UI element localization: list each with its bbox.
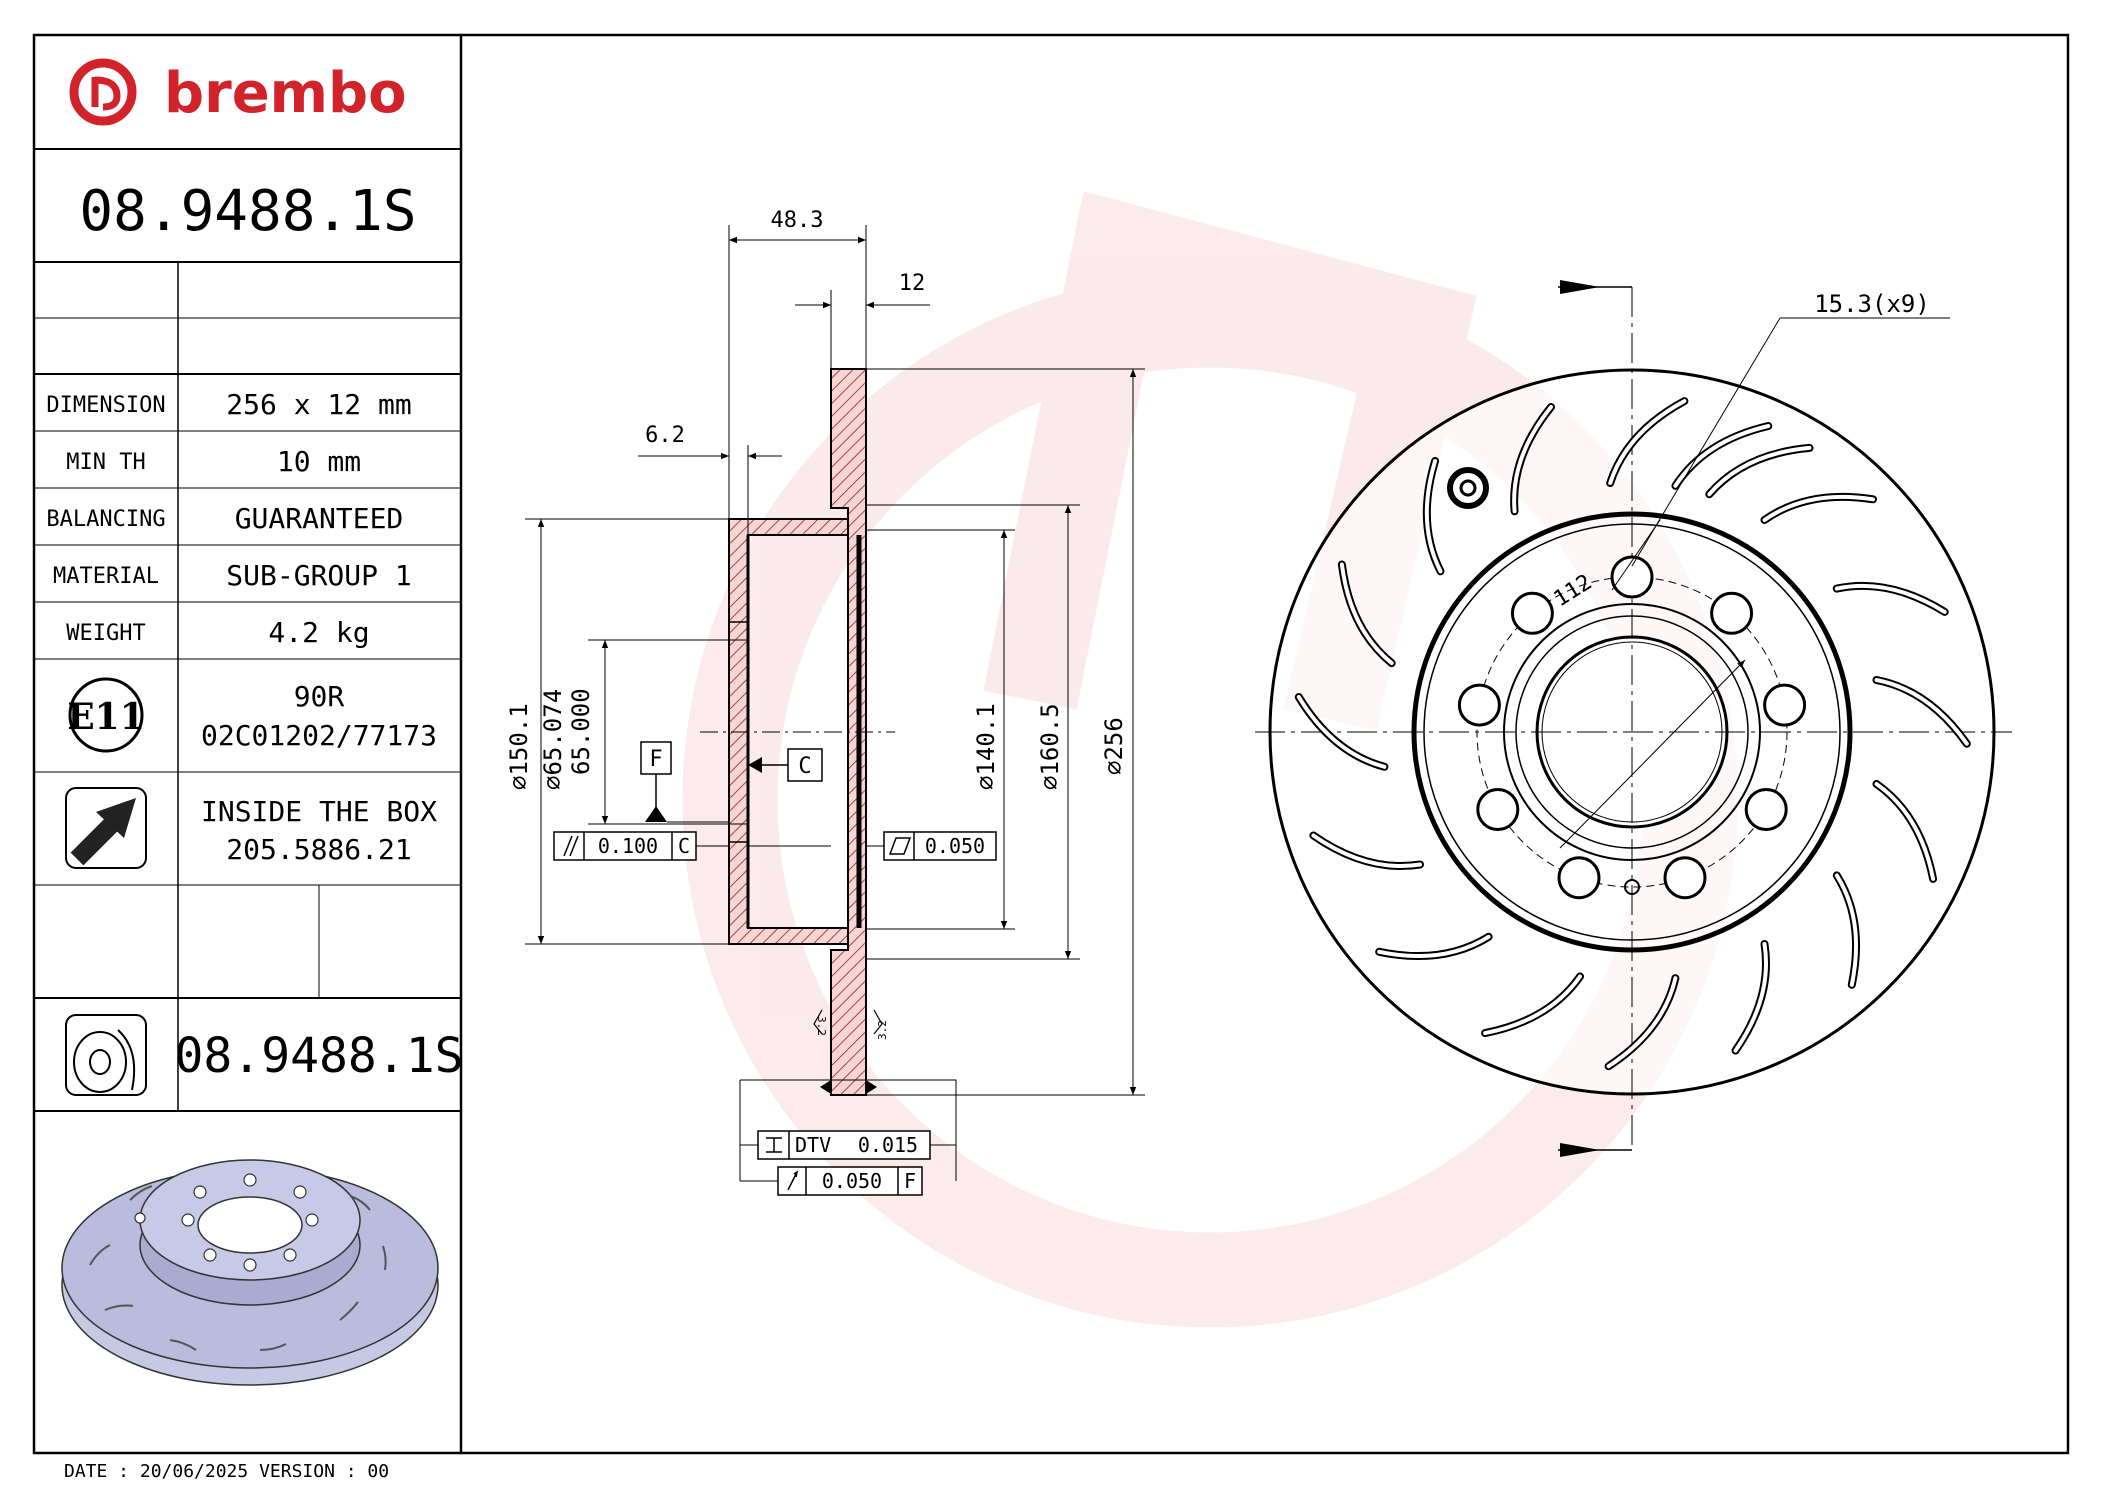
material-label: MATERIAL (53, 564, 159, 589)
approval-line1: 90R (294, 680, 345, 713)
friction-slot-inner (1424, 459, 1443, 574)
dia-160-label: ⌀160.5 (1036, 703, 1064, 790)
disc-3d-illustration (61, 1159, 439, 1386)
bolt-hole (1744, 788, 1788, 831)
locating-hole (1624, 879, 1640, 895)
bolt-hole (1710, 591, 1754, 635)
box-line1: INSIDE THE BOX (201, 795, 437, 828)
hole-size-label: 15.3(x9) (1814, 290, 1930, 318)
friction-slot-inner (1874, 678, 1969, 746)
approval-mark: E11 90R 02C01202/77173 (67, 677, 437, 753)
friction-slot-inner (1377, 934, 1491, 958)
front-view: 112 15.3(x9) (1255, 280, 2012, 1157)
brembo-stamp-icon (1447, 467, 1489, 509)
bolt-hole (1557, 856, 1601, 900)
friction-slot-inner (1874, 782, 1936, 881)
dim-12: 12 (899, 271, 926, 296)
dia-150-label: ⌀150.1 (505, 703, 533, 790)
dtv-value: 0.015 (858, 1133, 918, 1157)
min-th-value: 10 mm (277, 445, 361, 478)
title-block-grid (34, 148, 461, 1112)
bolt-hole (1763, 683, 1807, 727)
dtv-label: DTV (795, 1133, 831, 1157)
bolt-hole (1610, 555, 1654, 599)
box-line2: 205.5886.21 (226, 833, 411, 866)
part-number: 08.9488.1S (79, 179, 416, 244)
friction-slot-inner (1707, 445, 1812, 497)
brembo-logo-icon (69, 58, 137, 126)
friction-slot-inner (1834, 583, 1947, 614)
tol-dtv-runout: DTV 0.015 0.050 F (739, 1079, 957, 1196)
product-code: 08.9488.1S (175, 1028, 464, 1084)
brand-name: brembo (164, 61, 407, 126)
dia-65-upper: ⌀65.074 (539, 689, 567, 790)
surface-finish: 3.2 3.2 (813, 1009, 889, 1040)
bolt-hole (1510, 591, 1554, 635)
section-view: 48.3 12 6.2 ⌀150.1 ⌀65.074 65.000 (505, 208, 1145, 1196)
bolt-hole (1663, 856, 1707, 900)
tol-parallel-value: 0.100 (598, 834, 658, 858)
weight-label: WEIGHT (66, 621, 145, 646)
finish-b: 3.2 (876, 1020, 889, 1040)
friction-slot-inner (1483, 974, 1582, 1036)
friction-slot-inner (1606, 976, 1678, 1069)
min-th-label: MIN TH (66, 450, 145, 475)
datum-c: C (798, 754, 811, 779)
spec-table: DIMENSION 256 x 12 mm MIN TH 10 mm BALAN… (46, 388, 411, 649)
dia-256-label: ⌀256 (1100, 717, 1128, 775)
friction-slot-inner (1608, 399, 1687, 485)
e-mark-circle (68, 677, 144, 753)
material-value: SUB-GROUP 1 (226, 559, 411, 592)
friction-slot-inner (1311, 833, 1422, 869)
tol-parallelism: 0.100 C (553, 831, 729, 861)
disc-type-icon (65, 1014, 147, 1096)
runout-ref: F (904, 1169, 916, 1193)
product-code-row: 08.9488.1S (65, 1014, 464, 1096)
dia-140-label: ⌀140.1 (972, 703, 1000, 790)
friction-slot-inner (1673, 424, 1771, 488)
dim-48: 48.3 (771, 208, 824, 233)
weight-value: 4.2 kg (268, 616, 369, 649)
friction-slot-inner (1339, 562, 1394, 666)
friction-slot-inner (1733, 942, 1769, 1053)
outer-frame (32, 33, 2070, 1455)
bolt-hole (1476, 788, 1520, 831)
friction-slot-inner (1834, 873, 1858, 987)
tol-flat-value: 0.050 (925, 834, 985, 858)
tol-flatness: 0.050 (866, 831, 997, 861)
friction-slot-inner (1512, 405, 1553, 514)
dimension-label: DIMENSION (46, 393, 165, 418)
datum-f: F (649, 747, 662, 772)
bolt-hole (1457, 683, 1501, 727)
screw-icon (65, 787, 147, 869)
approval-line2: 02C01202/77173 (201, 719, 437, 752)
friction-slot-inner (1762, 494, 1875, 522)
friction-slot-inner (1296, 695, 1387, 769)
finish-a: 3.2 (815, 1016, 828, 1036)
dimension-value: 256 x 12 mm (226, 388, 411, 421)
bolt-holes (1457, 555, 1807, 900)
dia-65-lower: 65.000 (567, 688, 595, 775)
footer-date-version: DATE : 20/06/2025 VERSION : 00 (64, 1461, 389, 1482)
tol-parallel-ref: C (678, 834, 690, 858)
runout-value: 0.050 (822, 1169, 882, 1193)
brembo-logo: brembo (69, 58, 407, 126)
dim-6: 6.2 (645, 423, 685, 448)
e-mark: E11 (67, 696, 145, 738)
inside-the-box: INSIDE THE BOX 205.5886.21 (65, 787, 437, 869)
balancing-label: BALANCING (46, 507, 165, 532)
balancing-value: GUARANTEED (235, 502, 404, 535)
